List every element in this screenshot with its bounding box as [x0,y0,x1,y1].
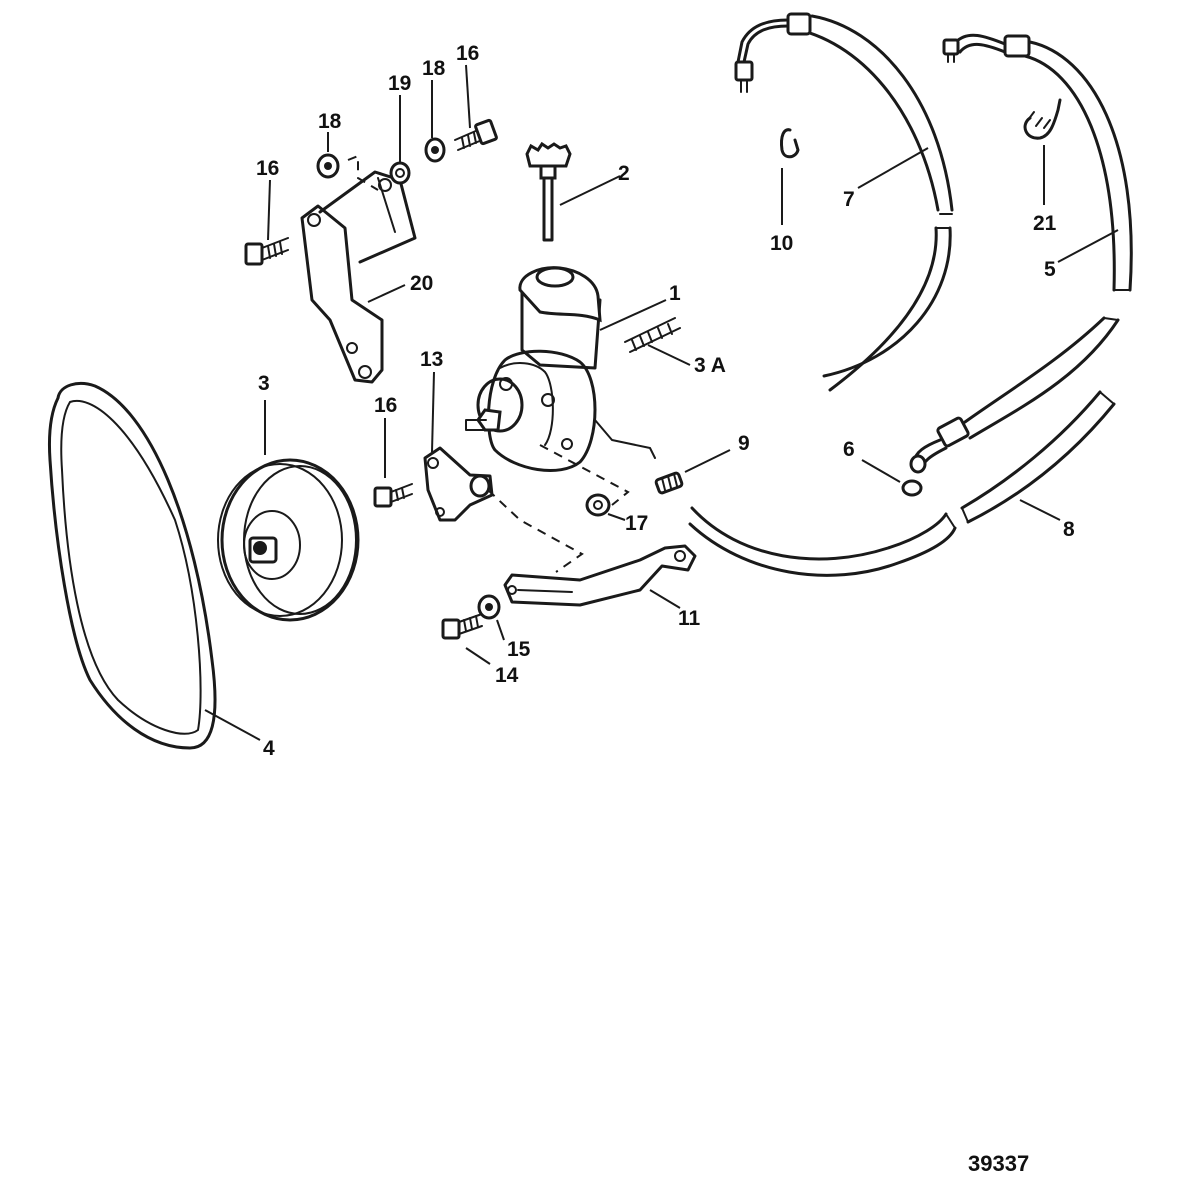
washer-18-right [424,137,446,163]
callout-21: 21 [1033,212,1057,235]
callout-17: 17 [625,512,648,535]
washer-15 [477,594,501,620]
callout-18-left: 18 [318,110,342,133]
pulley [217,458,360,622]
callout-14: 14 [495,664,519,687]
callout-3a: 3 A [694,354,726,377]
assembly-guide-lines [347,154,630,573]
callout-18-right: 18 [422,57,446,80]
front-bracket [300,170,417,384]
bolt-16-top [454,118,498,151]
o-ring [901,479,923,497]
figure-number: 39337 [968,1151,1029,1176]
callout-16-left: 16 [256,157,279,180]
hose-lower-section [909,316,1120,474]
fitting [654,471,684,495]
washer-18-left [316,153,340,179]
rear-bracket [423,446,494,522]
drive-belt [48,382,217,750]
bolt-16-lower [373,483,413,508]
nut-19 [389,161,411,185]
callout-3: 3 [258,372,270,395]
hose-clamp [1023,98,1062,140]
callout-1: 1 [669,282,681,305]
callout-19: 19 [388,72,411,95]
callout-6: 6 [843,438,855,461]
dipstick-cap [525,141,572,242]
callout-15: 15 [507,638,531,661]
callout-16-lower: 16 [374,394,397,417]
hose-8 [688,390,1116,577]
power-steering-pump [465,266,656,472]
callout-16-top: 16 [456,42,479,65]
callout-5: 5 [1044,258,1056,281]
callout-13: 13 [420,348,443,371]
callout-8: 8 [1063,518,1075,541]
bolt-14 [441,613,483,640]
callout-2: 2 [618,162,630,185]
callout-4: 4 [263,737,275,760]
nut-17 [585,493,611,517]
adjusting-brace [503,544,697,607]
callout-7: 7 [843,188,855,211]
hose-clip [780,128,800,159]
callout-labels: 1 2 3 3 A 4 5 6 7 8 9 10 11 13 14 15 16 … [256,42,1075,760]
callout-20: 20 [410,272,433,295]
callout-9: 9 [738,432,750,455]
callout-11: 11 [678,607,701,630]
bolt-16-left [244,237,289,266]
return-hose [942,33,1133,292]
stud [624,317,681,353]
callout-10: 10 [770,232,793,255]
pressure-hose [734,12,954,392]
leader-lines [204,64,1119,741]
